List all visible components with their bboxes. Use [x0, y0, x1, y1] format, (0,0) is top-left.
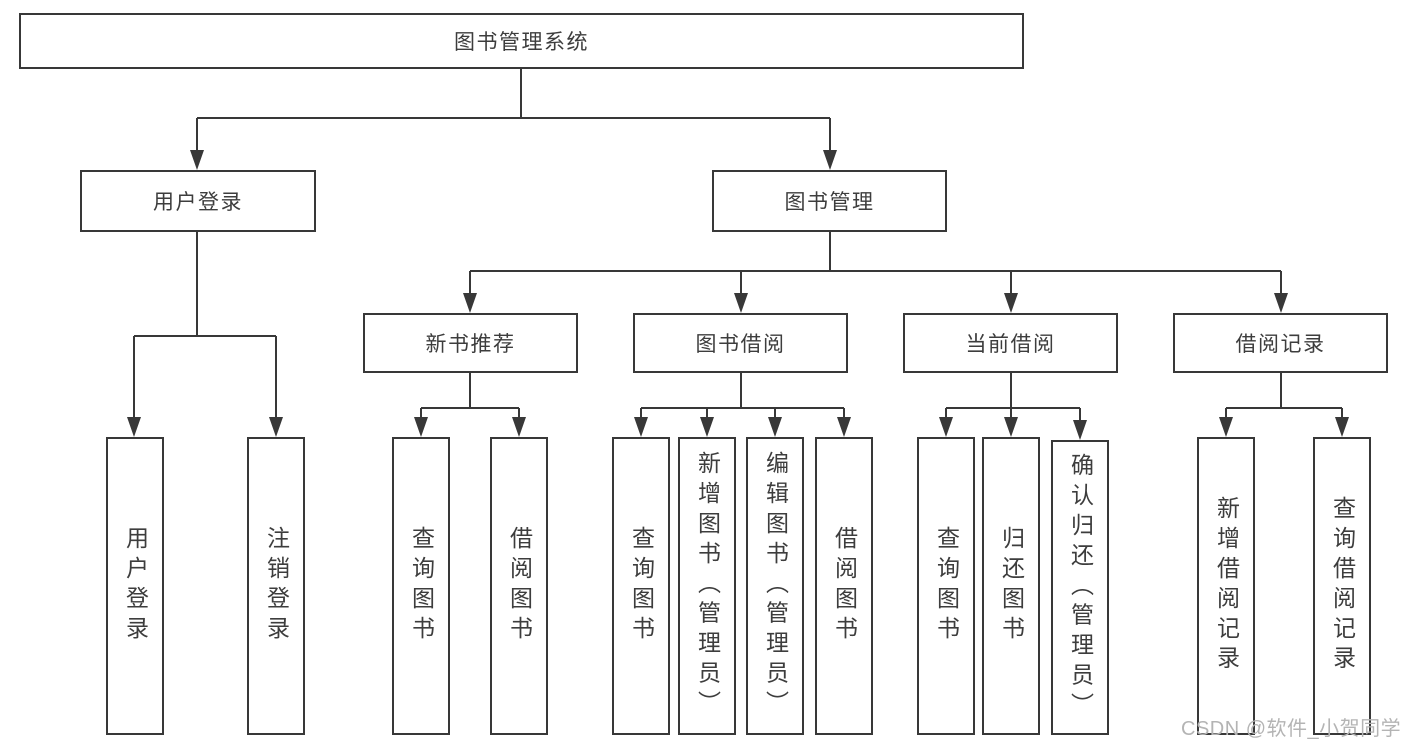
- node-current-borrow: 当前借阅: [903, 313, 1118, 373]
- node-book-borrow-label: 图书借阅: [695, 333, 786, 356]
- node-new-book-recommend-label: 新书推荐: [425, 333, 516, 356]
- leaf-confirm-return-admin-label: 确认归还（管理员）: [1067, 452, 1094, 723]
- leaf-query-books-2: 查询图书: [612, 437, 670, 735]
- leaf-query-books-1-label: 查询图书: [408, 526, 435, 646]
- node-new-book-recommend: 新书推荐: [363, 313, 578, 373]
- node-user-login: 用户登录: [80, 170, 316, 232]
- csdn-watermark: CSDN @软件_小贺同学: [1181, 718, 1402, 740]
- leaf-user-login-label: 用户登录: [122, 526, 149, 646]
- leaf-confirm-return-admin: 确认归还（管理员）: [1051, 440, 1109, 735]
- node-book-management: 图书管理: [712, 170, 947, 232]
- leaf-borrow-books-1: 借阅图书: [490, 437, 548, 735]
- leaf-borrow-books-2: 借阅图书: [815, 437, 873, 735]
- arrowheads: [127, 150, 1349, 440]
- node-current-borrow-label: 当前借阅: [965, 333, 1056, 356]
- leaf-user-login: 用户登录: [106, 437, 164, 735]
- leaf-query-books-2-label: 查询图书: [628, 526, 655, 646]
- node-root: 图书管理系统: [19, 13, 1024, 69]
- leaf-query-books-1: 查询图书: [392, 437, 450, 735]
- leaf-add-borrow-record: 新增借阅记录: [1197, 437, 1255, 735]
- node-borrow-records-label: 借阅记录: [1235, 333, 1326, 356]
- leaf-add-books-admin-label: 新增图书（管理员）: [694, 451, 721, 721]
- leaf-return-books: 归还图书: [982, 437, 1040, 735]
- leaf-query-books-3-label: 查询图书: [933, 526, 960, 646]
- leaf-query-borrow-record-label: 查询借阅记录: [1329, 496, 1356, 676]
- leaf-query-books-3: 查询图书: [917, 437, 975, 735]
- node-book-borrow: 图书借阅: [633, 313, 848, 373]
- leaf-query-borrow-record: 查询借阅记录: [1313, 437, 1371, 735]
- leaf-logout: 注销登录: [247, 437, 305, 735]
- leaf-borrow-books-2-label: 借阅图书: [831, 526, 858, 646]
- leaf-borrow-books-1-label: 借阅图书: [506, 526, 533, 646]
- node-borrow-records: 借阅记录: [1173, 313, 1388, 373]
- leaf-add-books-admin: 新增图书（管理员）: [678, 437, 736, 735]
- leaf-return-books-label: 归还图书: [998, 526, 1025, 646]
- node-root-label: 图书管理系统: [454, 31, 589, 54]
- leaf-edit-books-admin-label: 编辑图书（管理员）: [762, 451, 789, 721]
- node-book-management-label: 图书管理: [784, 191, 875, 214]
- connector-path: [133, 69, 1343, 422]
- leaf-edit-books-admin: 编辑图书（管理员）: [746, 437, 804, 735]
- leaf-add-borrow-record-label: 新增借阅记录: [1213, 496, 1240, 676]
- leaf-logout-label: 注销登录: [263, 526, 290, 646]
- node-user-login-label: 用户登录: [153, 191, 243, 214]
